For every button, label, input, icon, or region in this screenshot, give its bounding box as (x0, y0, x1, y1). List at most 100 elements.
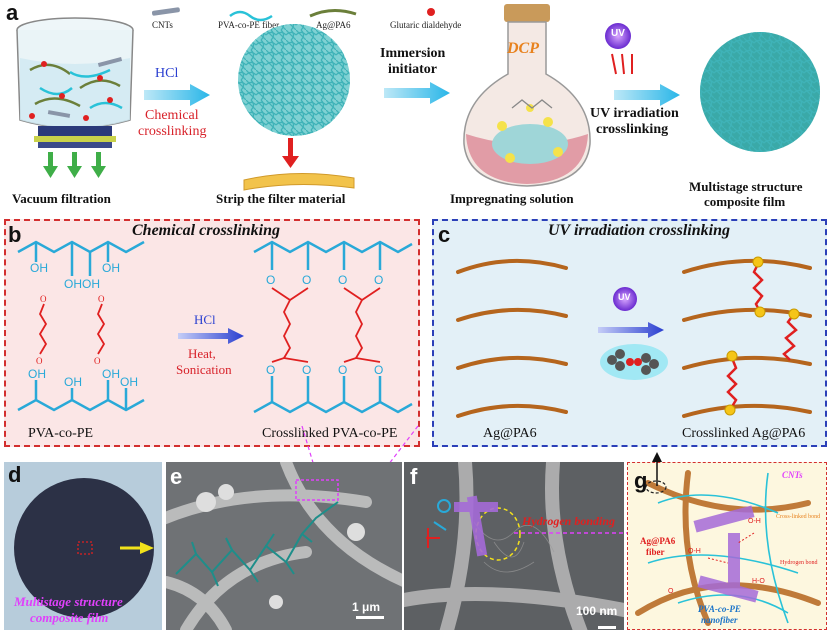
panel-f-sem (404, 462, 624, 630)
oh-top-3: OH (102, 261, 120, 275)
g-hydrogen-label: Hydrogen bond (780, 560, 818, 566)
legend-glutaric-icon (427, 8, 435, 16)
dcp-label: DCP (507, 40, 539, 57)
crosslinked-pva-structure: O O O O O O O O (253, 240, 413, 414)
panel-a: a CNTs PVA-co-PE fiber Ag@PA6 Glutaric d… (0, 0, 831, 215)
panel-c-title: UV irradiation crosslinking (548, 222, 730, 239)
svg-text:O: O (668, 588, 674, 595)
panel-g: O-H O-H H-O O (627, 462, 827, 630)
dcp-molecule-icon (600, 344, 668, 380)
pva-right-label: Crosslinked PVA-co-PE (262, 426, 398, 441)
legend-cnts-label: CNTs (152, 20, 173, 30)
g-pva-label-1: PVA-co-PE (698, 604, 741, 614)
oh-top-2: OH (64, 277, 82, 291)
filtration-beaker (16, 17, 134, 178)
caption-vacuum: Vacuum filtration (12, 191, 111, 206)
panel-d-caption-1: Multistage structure (14, 594, 123, 609)
sonication-label: Sonication (176, 362, 232, 377)
arrow-1 (144, 84, 210, 106)
hbond-arrow (514, 528, 640, 538)
g-crosslinked-label: Cross-linked bond (776, 514, 821, 520)
panel-c-letter: c (438, 222, 451, 247)
svg-text:O: O (98, 294, 105, 304)
legend-pva-icon (229, 10, 273, 22)
o-top-4: O (374, 273, 383, 287)
caption-multi-1: Multistage structure (689, 179, 803, 194)
o-top-3: O (338, 273, 347, 287)
o-bot-4: O (374, 363, 383, 377)
arrow-2 (384, 82, 450, 104)
fiber-mesh-disc (238, 24, 355, 191)
panel-a-letter: a (6, 0, 19, 25)
flask (463, 4, 591, 187)
uv-irradiation-label: UV irradiation (590, 106, 679, 121)
panel-e-sem (166, 462, 402, 630)
panel-e-scale: 1 μm (352, 600, 381, 614)
pva-left-label: PVA-co-PE (28, 426, 94, 441)
ag-fibers-left (456, 258, 568, 418)
oh-top-1: OH (30, 261, 48, 275)
panel-d-letter: d (8, 462, 22, 487)
panel-f-letter: f (410, 464, 418, 489)
oh-bot-3: OH (102, 367, 120, 381)
arrow-c (598, 322, 664, 338)
legend-ag-label: Ag@PA6 (316, 20, 351, 30)
oh-bot-4: OH (120, 375, 138, 389)
svg-text:O-H: O-H (748, 518, 761, 525)
oh-top-4: OH (82, 277, 100, 291)
initiator-label: initiator (388, 62, 437, 77)
arrow-3 (614, 84, 680, 106)
g-up-arrow (652, 452, 662, 486)
crosslinked-ag-fibers (682, 256, 812, 418)
legend-ag-icon (309, 9, 357, 18)
immersion-label: Immersion (380, 46, 446, 61)
panel-b-letter: b (8, 222, 22, 247)
panel-b-title: Chemical crosslinking (132, 222, 281, 239)
g-ag-fiber-label-2: fiber (646, 547, 665, 557)
uv-source-icon (605, 23, 631, 49)
uv-crosslinking-label: crosslinking (596, 122, 669, 137)
uv-badge-c: UV (618, 292, 631, 302)
caption-impreg: Impregnating solution (450, 191, 574, 206)
panel-d-caption-2: composite film (30, 610, 109, 625)
panel-d-photo (4, 462, 162, 630)
arrow-b (178, 328, 244, 344)
heat-label: Heat, (188, 346, 216, 361)
chemical-label: Chemical (145, 108, 199, 123)
svg-text:O: O (36, 356, 43, 366)
hcl-label-b: HCl (194, 312, 216, 327)
ag-left-label: Ag@PA6 (483, 426, 537, 441)
o-bot-3: O (338, 363, 347, 377)
o-top-1: O (266, 273, 275, 287)
svg-text:O: O (94, 356, 101, 366)
oh-bot-1: OH (28, 367, 46, 381)
legend-glutaric-label: Glutaric dialdehyde (390, 20, 462, 30)
ag-right-label: Crosslinked Ag@PA6 (682, 426, 806, 441)
caption-strip: Strip the filter material (216, 191, 346, 206)
g-ag-fiber-label-1: Ag@PA6 (640, 536, 676, 546)
hbond-label: Hydrogen bonding (522, 514, 616, 528)
uv-badge-a: UV (611, 28, 625, 39)
composite-disc (700, 32, 820, 152)
pva-structure-left: OH OH OH OH OH OH OH OH O O O O (17, 240, 145, 412)
panel-b (4, 219, 420, 447)
oh-bot-2: OH (64, 375, 82, 389)
caption-multi-2: composite film (704, 194, 786, 209)
legend-cnts-icon (151, 7, 180, 16)
panel-f-scale: 100 nm (576, 604, 618, 618)
g-cnts-label: CNTs (782, 470, 803, 480)
legend-pva-label: PVA-co-PE fiber (218, 20, 280, 30)
o-top-2: O (302, 273, 311, 287)
crosslinking-label: crosslinking (138, 124, 207, 139)
hcl-label-a: HCl (155, 66, 179, 81)
svg-text:O: O (40, 294, 47, 304)
svg-text:H-O: H-O (752, 578, 765, 585)
g-pva-label-2: nanofiber (701, 615, 738, 625)
uv-source-c-icon (613, 287, 637, 311)
panel-g-letter: g (634, 468, 648, 493)
o-bot-1: O (266, 363, 275, 377)
uv-rays (611, 53, 633, 75)
panel-e-letter: e (170, 464, 183, 489)
o-bot-2: O (302, 363, 311, 377)
svg-text:O-H: O-H (688, 548, 701, 555)
